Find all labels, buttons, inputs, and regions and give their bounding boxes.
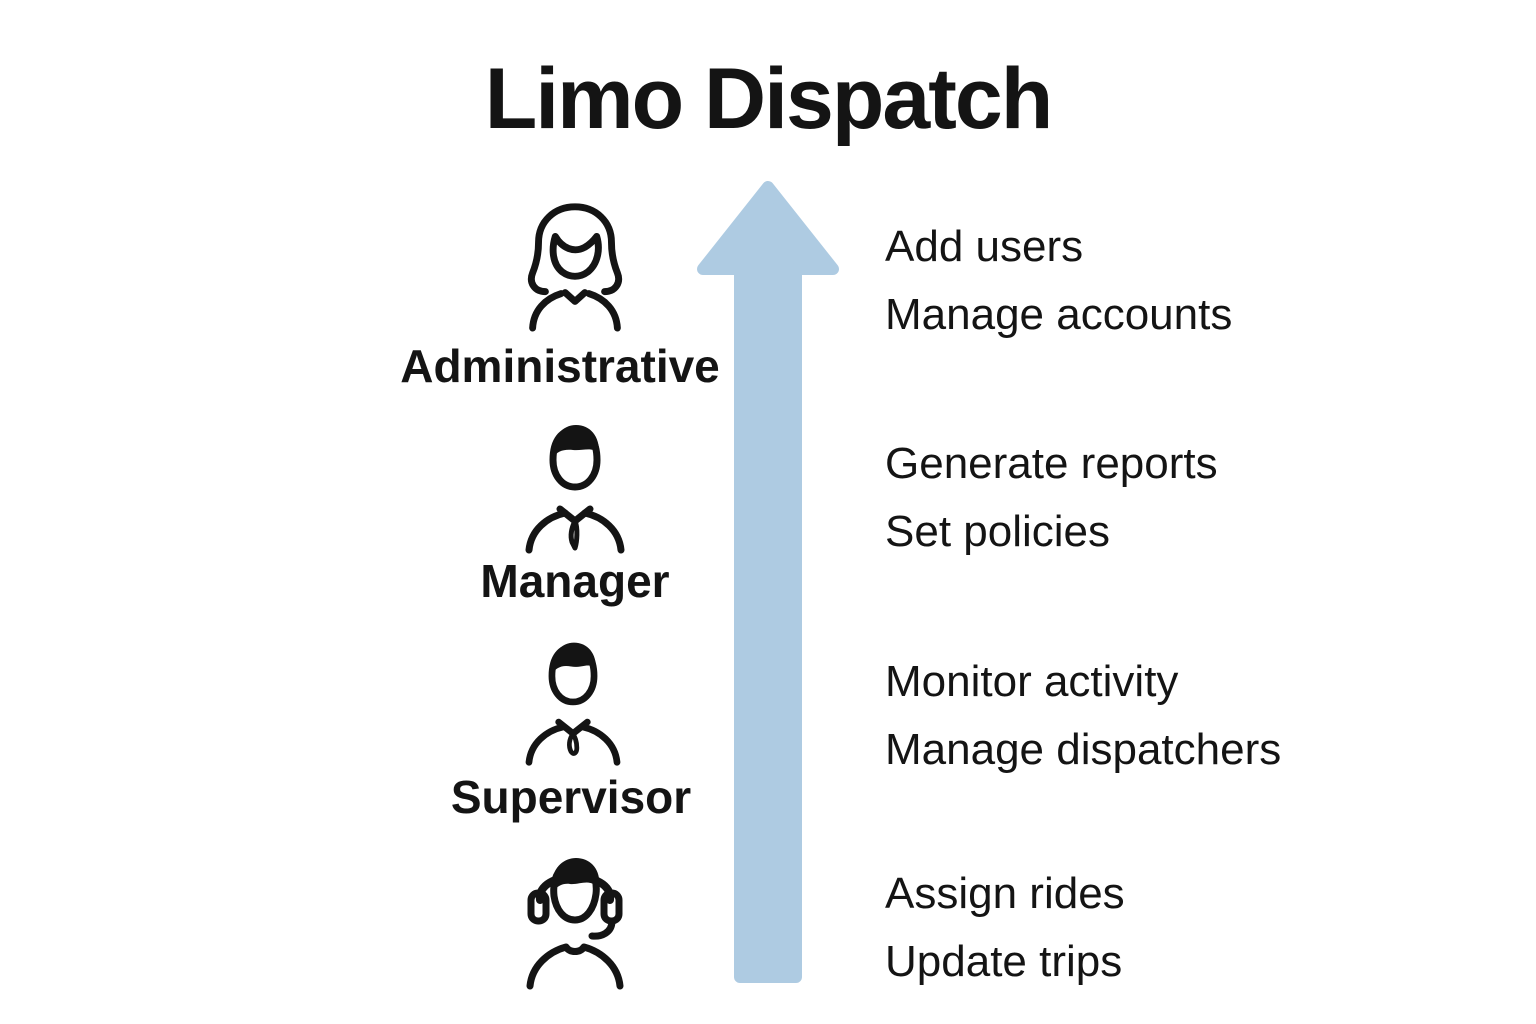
- right-shoulder: [581, 509, 625, 554]
- task-line: Add users: [885, 222, 1084, 271]
- tie-outline: [568, 518, 580, 551]
- left-shoulder: [529, 290, 565, 332]
- collar-outline: [561, 289, 589, 305]
- task-line: Manage dispatchers: [885, 725, 1282, 774]
- role-label-supervisor: Supervisor: [450, 771, 692, 823]
- role-tasks-dispatcher: Assign rides Update trips: [885, 860, 1125, 996]
- role-label-administrative: Administrative: [400, 340, 720, 392]
- task-line: Set policies: [885, 507, 1111, 556]
- tie-outline: [567, 731, 580, 756]
- task-line: Update trips: [885, 937, 1123, 986]
- role-tasks-administrative: Add users Manage accounts: [885, 213, 1232, 349]
- man-tie-user-icon: [525, 642, 621, 766]
- woman-user-icon: [527, 203, 623, 332]
- task-line: Assign rides: [885, 869, 1125, 918]
- task-line: Generate reports: [885, 439, 1218, 488]
- left-earmuff: [527, 889, 550, 925]
- hair-fill: [552, 425, 600, 458]
- up-arrow-shape: [697, 181, 839, 983]
- role-tasks-supervisor: Monitor activity Manage dispatchers: [885, 648, 1281, 784]
- hair-outline: [527, 203, 623, 296]
- up-arrow-icon: [697, 181, 839, 983]
- right-shoulder: [579, 723, 621, 766]
- headset-agent-icon: [526, 858, 624, 990]
- right-shoulder: [585, 290, 621, 332]
- page-title: Limo Dispatch: [484, 51, 1054, 147]
- role-label-manager: Manager: [480, 555, 670, 607]
- face-outline: [549, 232, 602, 280]
- man-tie-user-icon: [525, 425, 625, 554]
- task-line: Monitor activity: [885, 657, 1179, 706]
- hair-fill: [551, 642, 597, 675]
- left-shoulder: [525, 509, 569, 554]
- left-shoulder: [525, 723, 567, 766]
- task-line: Manage accounts: [885, 290, 1233, 339]
- role-tasks-manager: Generate reports Set policies: [885, 430, 1218, 566]
- mic-boom: [588, 917, 616, 940]
- shoulders-outline: [526, 943, 624, 990]
